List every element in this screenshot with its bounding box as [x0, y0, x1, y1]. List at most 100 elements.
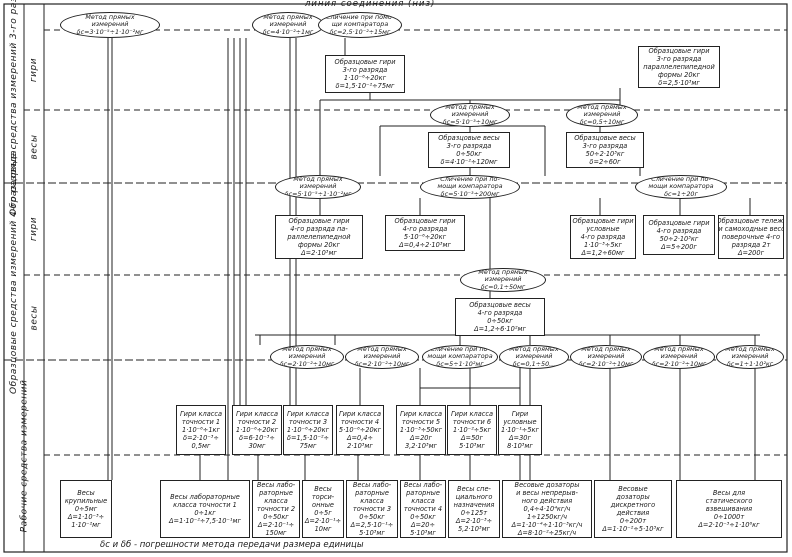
- text-line: измерений: [515, 352, 553, 361]
- text-line: δс=5·10⁻³÷200мг: [440, 189, 500, 198]
- text-line: дозаторы: [616, 493, 650, 501]
- text-line: Δ=20÷: [411, 521, 435, 529]
- text-line: Образцовые гири: [288, 217, 350, 225]
- text-line: класса точности 1: [173, 501, 237, 509]
- text-line: Δ=200г: [737, 249, 765, 257]
- text-line: раторные: [259, 489, 293, 497]
- text-line: мощи компаратора: [437, 182, 503, 191]
- text-line: 4-го разряда па-: [290, 225, 348, 233]
- text-line: Весы лабораторные: [170, 493, 240, 501]
- text-line: Весы спе-: [457, 485, 491, 493]
- text-line: торси-: [311, 493, 335, 501]
- text-line: Сличение при по-: [430, 345, 490, 353]
- text-line: δс=1÷1·10²кг: [726, 359, 774, 368]
- footer-note: δс и δб - погрешности метода передачи ра…: [100, 540, 364, 550]
- text-line: взвешивания: [705, 505, 753, 513]
- text-line: назначения: [453, 501, 495, 509]
- text-line: Сличение при помо-: [325, 12, 395, 21]
- text-line: Метод прямых: [509, 345, 559, 353]
- text-line: 75мг: [299, 442, 317, 450]
- label-vesy-3: весы: [29, 134, 39, 159]
- text-line: Метод прямых: [577, 103, 627, 111]
- text-line: 50÷2·10³кг: [659, 235, 699, 243]
- text-line: Сличение при по-: [440, 175, 500, 183]
- text-line: точности 2: [237, 418, 277, 426]
- text-line: Δ=5÷200г: [661, 243, 697, 251]
- text-line: разряда 2т: [731, 241, 771, 249]
- text-line: δ=2,5·10³мг: [658, 79, 700, 87]
- text-line: измерений: [731, 352, 769, 361]
- text-line: Образцовые весы: [438, 134, 500, 142]
- text-line: 1·10⁻¹÷5кг: [501, 426, 539, 434]
- text-line: δс=5·10⁻⁵÷1·10⁻²мг: [284, 189, 352, 198]
- text-line: класса: [411, 497, 435, 505]
- text-line: циального: [455, 493, 493, 501]
- text-line: параллелепипедной: [643, 63, 715, 71]
- label-vesy-4: весы: [29, 305, 39, 330]
- text-line: измерений: [363, 352, 401, 361]
- text-line: 2·10³мг: [347, 442, 373, 450]
- text-line: Гири класса: [179, 410, 223, 418]
- text-line: измерений: [484, 275, 522, 284]
- text-line: 3-го разряда: [656, 55, 702, 63]
- text-line: условные: [586, 225, 620, 233]
- text-line: Δ=8·10⁻²÷25кг/ч: [517, 529, 577, 537]
- text-line: Весы лабо-: [256, 481, 296, 489]
- text-line: δс=4·10⁻²÷1мг: [262, 27, 314, 36]
- text-line: Метод прямых: [293, 175, 343, 183]
- box-trolleys-rank4: Образцовые тележ-ки самоходные весо-пове…: [718, 215, 784, 259]
- text-line: 0÷125т: [460, 509, 488, 517]
- text-line: Гири класса: [399, 410, 443, 418]
- text-line: 1÷1250кг/ч: [526, 513, 568, 521]
- text-line: Δ=1·10⁻²÷5·10³кг: [602, 525, 664, 533]
- text-line: 10мг: [314, 525, 332, 533]
- text-line: Образцовые гири: [394, 217, 456, 225]
- text-line: Δ=2·10⁻¹÷: [257, 521, 295, 529]
- text-line: 0,5мг: [191, 442, 211, 450]
- text-line: точности 6: [452, 418, 492, 426]
- text-line: точности 5: [401, 418, 441, 426]
- text-line: 0÷200т: [619, 517, 647, 525]
- text-line: 1·10⁻²÷5кг: [453, 426, 491, 434]
- text-line: δс=3·10⁻⁵÷1·10⁻²мг: [76, 27, 144, 36]
- text-line: точности 4: [340, 418, 380, 426]
- connection-line-label: линия соединения (низ): [305, 0, 436, 9]
- label-girs-4: гири: [29, 216, 40, 242]
- text-line: 1·10⁻⁶÷1кг: [182, 426, 220, 434]
- text-line: измерений: [587, 352, 625, 361]
- text-line: Δ=1·10⁻³÷: [67, 513, 105, 521]
- text-line: Δ=0,4÷2·10³мг: [399, 241, 451, 249]
- text-line: 5,2·10³мг: [457, 525, 491, 533]
- text-line: 1·10⁻³÷5кг: [584, 241, 622, 249]
- text-line: Δ=2,5·10⁻¹÷: [350, 521, 394, 529]
- label-girs-3: гири: [29, 57, 40, 83]
- text-line: 30мг: [248, 442, 266, 450]
- text-line: δс=5·10⁻³÷10мг: [442, 117, 498, 126]
- text-line: 4-го разряда: [477, 309, 523, 317]
- text-line: Метод прямых: [282, 345, 332, 353]
- text-line: Δ=1,2÷6·10²мг: [474, 325, 526, 333]
- text-line: 150мг: [265, 529, 287, 537]
- text-line: 1·10⁻²мг: [71, 521, 101, 529]
- text-line: Δ=1·10⁻⁴÷1·10⁻³кг/ч: [511, 521, 583, 529]
